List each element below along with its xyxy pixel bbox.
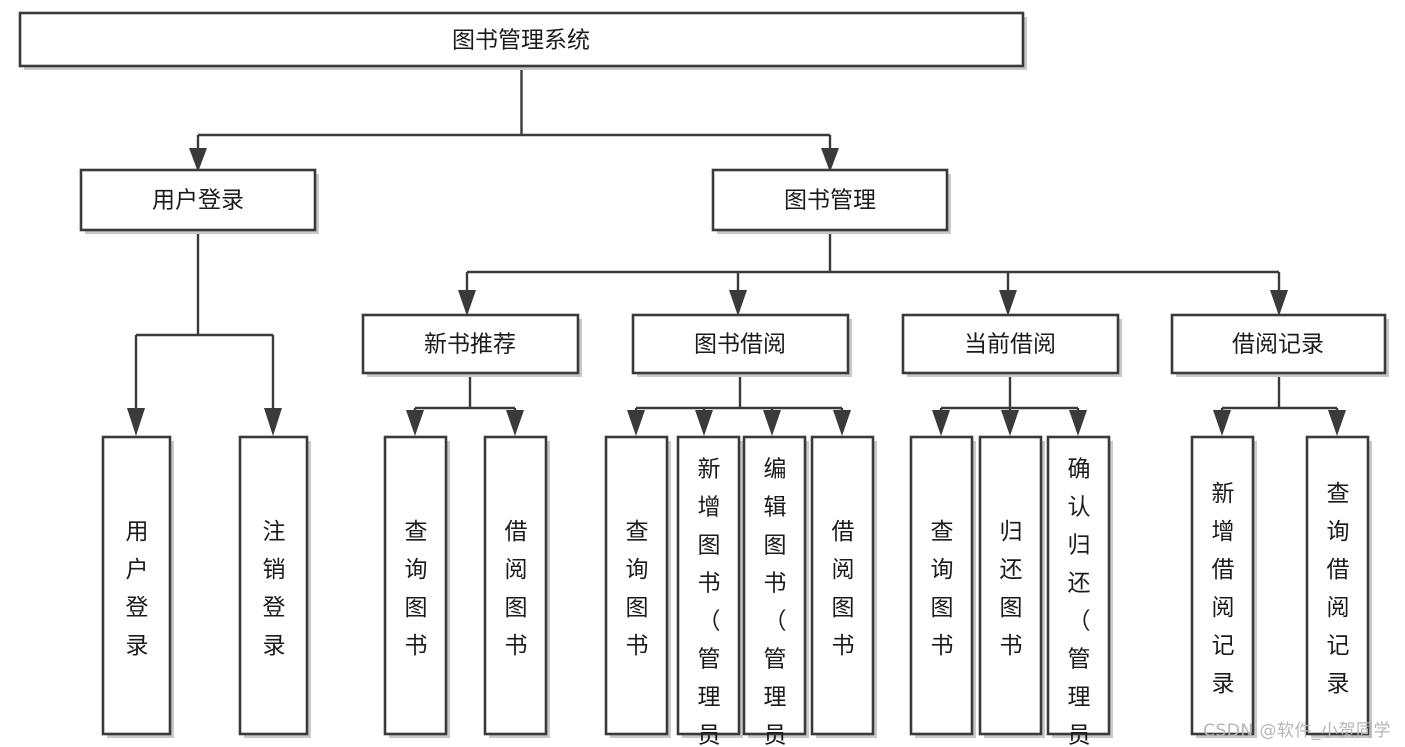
node-book-borrow[interactable]: 图书借阅 [631, 313, 852, 377]
arrow-head-leaf-edit-book [763, 410, 781, 436]
node-leaf-confirm-return-label: 确认归还（管理员） [1068, 457, 1091, 747]
arrow-head-current-borrow [999, 290, 1017, 316]
arrow-head-leaf-query-book-3 [932, 410, 950, 436]
node-leaf-add-record-label: 新增借阅记录 [1212, 481, 1235, 697]
node-new-book-rec[interactable]: 新书推荐 [361, 313, 582, 377]
node-leaf-borrow-book-2[interactable]: 借阅图书 [810, 435, 877, 738]
arrow-head-leaf-logout-login [264, 408, 282, 436]
node-leaf-add-record[interactable]: 新增借阅记录 [1190, 435, 1257, 738]
node-leaf-borrow-book-1[interactable]: 借阅图书 [483, 435, 550, 738]
node-leaf-query-book-3-label: 查询图书 [931, 519, 954, 659]
node-new-book-rec-label: 新书推荐 [424, 332, 516, 358]
node-user-login[interactable]: 用户登录 [79, 168, 319, 234]
node-leaf-query-record-box[interactable] [1305, 435, 1370, 736]
node-leaf-query-book-1-label: 查询图书 [405, 519, 428, 659]
node-leaf-query-book-3-box[interactable] [909, 435, 974, 736]
arrow-head-leaf-add-book [695, 410, 713, 436]
node-root[interactable]: 图书管理系统 [18, 11, 1027, 70]
node-leaf-add-record-box[interactable] [1190, 435, 1255, 736]
arrow-head-leaf-borrow-book-2 [833, 410, 851, 436]
node-book-borrow-box[interactable] [631, 313, 850, 375]
node-leaf-add-book-label: 新增图书（管理员） [698, 457, 721, 747]
node-book-manage[interactable]: 图书管理 [711, 168, 951, 234]
node-leaf-add-book[interactable]: 新增图书（管理员） [676, 435, 743, 747]
node-leaf-query-record-label: 查询借阅记录 [1327, 481, 1350, 697]
node-borrow-record[interactable]: 借阅记录 [1170, 313, 1389, 377]
node-leaf-add-book-box[interactable] [676, 435, 741, 736]
node-leaf-query-record[interactable]: 查询借阅记录 [1305, 435, 1372, 738]
node-leaf-logout-login[interactable]: 注销登录 [238, 435, 311, 738]
node-leaf-return-book-box[interactable] [978, 435, 1043, 736]
arrow-head-leaf-query-book-2 [627, 410, 645, 436]
node-current-borrow-box[interactable] [901, 313, 1120, 375]
node-book-manage-box[interactable] [711, 168, 949, 232]
arrow-head-leaf-query-record [1328, 410, 1346, 436]
node-leaf-logout-login-label: 注销登录 [263, 519, 286, 659]
node-leaf-query-book-2[interactable]: 查询图书 [604, 435, 671, 738]
node-leaf-edit-book-box[interactable] [742, 435, 807, 736]
node-user-login-label: 用户登录 [152, 188, 244, 214]
arrow-head-borrow-record [1270, 290, 1288, 316]
node-leaf-return-book[interactable]: 归还图书 [978, 435, 1045, 738]
node-leaf-edit-book-label: 编辑图书（管理员） [764, 457, 787, 747]
node-leaf-query-book-2-box[interactable] [604, 435, 669, 736]
arrow-head-book-manage [821, 148, 839, 172]
arrow-head-leaf-query-book-1 [406, 410, 424, 436]
arrow-head-new-book-rec [458, 290, 476, 316]
node-leaf-borrow-book-1-box[interactable] [483, 435, 548, 736]
node-leaf-query-book-3[interactable]: 查询图书 [909, 435, 976, 738]
node-book-borrow-label: 图书借阅 [694, 332, 786, 358]
node-leaf-query-book-1[interactable]: 查询图书 [383, 435, 450, 738]
node-leaf-query-book-1-box[interactable] [383, 435, 448, 736]
arrow-head-user-login [189, 148, 207, 172]
edge-group [127, 68, 1346, 436]
node-leaf-return-book-label: 归还图书 [1000, 519, 1023, 659]
node-leaf-confirm-return[interactable]: 确认归还（管理员） [1046, 435, 1113, 747]
arrow-head-leaf-return-book [1001, 410, 1019, 436]
arrow-head-book-borrow [729, 290, 747, 316]
node-leaf-confirm-return-box[interactable] [1046, 435, 1111, 736]
node-root-label: 图书管理系统 [452, 28, 590, 54]
node-current-borrow-label: 当前借阅 [964, 332, 1056, 358]
node-leaf-borrow-book-2-label: 借阅图书 [832, 519, 855, 659]
node-leaf-borrow-book-2-box[interactable] [810, 435, 875, 736]
node-borrow-record-label: 借阅记录 [1232, 332, 1324, 358]
arrow-head-leaf-user-login [127, 408, 145, 436]
arrow-head-leaf-borrow-book-1 [506, 410, 524, 436]
node-leaf-query-book-2-label: 查询图书 [626, 519, 649, 659]
node-user-login-box[interactable] [79, 168, 317, 232]
node-borrow-record-box[interactable] [1170, 313, 1387, 375]
arrow-head-leaf-add-record [1213, 410, 1231, 436]
node-current-borrow[interactable]: 当前借阅 [901, 313, 1122, 377]
node-new-book-rec-box[interactable] [361, 313, 580, 375]
arrow-head-leaf-confirm-return [1069, 410, 1087, 436]
node-leaf-edit-book[interactable]: 编辑图书（管理员） [742, 435, 809, 747]
node-leaf-user-login[interactable]: 用户登录 [101, 435, 174, 738]
node-leaf-user-login-box[interactable] [101, 435, 172, 736]
node-root-box[interactable] [18, 11, 1025, 68]
node-leaf-user-login-label: 用户登录 [126, 519, 149, 659]
node-book-manage-label: 图书管理 [784, 188, 876, 214]
node-leaf-logout-login-box[interactable] [238, 435, 309, 736]
node-leaf-borrow-book-1-label: 借阅图书 [505, 519, 528, 659]
